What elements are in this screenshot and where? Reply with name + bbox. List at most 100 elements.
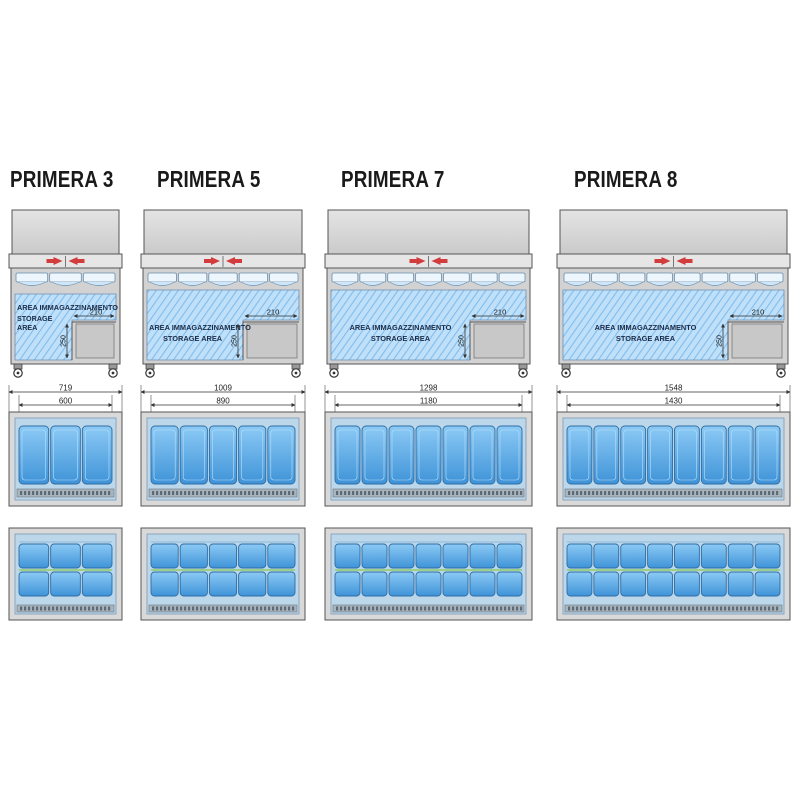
- vent-slot: [412, 606, 415, 611]
- plan-tub-small: [442, 571, 469, 597]
- vent-slot: [732, 606, 735, 611]
- caster-hub: [148, 371, 152, 375]
- vent-slot: [744, 491, 747, 495]
- vent-slot: [240, 606, 243, 611]
- vent-slot: [232, 606, 235, 611]
- vent-slot: [388, 491, 391, 495]
- vent-slot: [740, 606, 743, 611]
- vent-slot: [344, 491, 347, 495]
- vent-slot: [352, 606, 355, 611]
- plan-tub-inner: [569, 429, 590, 481]
- front-tub-bottom: [210, 281, 236, 286]
- vent-slot: [424, 606, 427, 611]
- vent-slot: [572, 491, 575, 495]
- front-tub-bottom: [17, 281, 46, 286]
- vent-slot: [64, 606, 67, 611]
- vent-slot: [756, 606, 759, 611]
- vent-slot: [592, 491, 595, 495]
- vent-slot: [32, 606, 35, 611]
- caster-hub: [16, 371, 20, 375]
- vent-grille: [148, 604, 298, 613]
- front-tub: [415, 272, 442, 283]
- vent-slot: [500, 606, 503, 611]
- plan-tub: [469, 425, 496, 485]
- vent-slot: [696, 606, 699, 611]
- front-tub: [470, 272, 498, 283]
- vent-slot: [416, 606, 419, 611]
- vent-slot: [404, 491, 407, 495]
- vent-slot: [268, 606, 271, 611]
- compressor-block: [75, 323, 115, 359]
- vent-slot: [420, 491, 423, 495]
- plan-view-double-row: [556, 527, 791, 621]
- vent-slot: [228, 491, 231, 495]
- vent-slot: [704, 491, 707, 495]
- vent-slot: [204, 491, 207, 495]
- step-outline: [727, 321, 784, 360]
- vent-slot: [108, 491, 111, 495]
- plan-tub-small: [620, 571, 647, 597]
- vent-slot: [256, 491, 259, 495]
- vent-slot: [772, 606, 775, 611]
- vent-slot: [472, 606, 475, 611]
- front-tub-bottom: [417, 281, 440, 286]
- vent-slot: [608, 491, 611, 495]
- vent-slot: [72, 606, 75, 611]
- vent-slot: [640, 606, 643, 611]
- vent-slot: [712, 606, 715, 611]
- front-tub-bottom: [333, 281, 357, 286]
- front-tub: [674, 272, 701, 283]
- vent-slot: [176, 491, 179, 495]
- plan-tub-small: [442, 543, 469, 569]
- vent-slot: [752, 491, 755, 495]
- arrow-right-icon: [431, 257, 448, 265]
- front-tub-bottom: [51, 281, 80, 286]
- front-tub: [591, 272, 618, 283]
- glass-canopy: [143, 209, 303, 257]
- vent-slot: [152, 606, 155, 611]
- vent-slot: [208, 491, 211, 495]
- plan-tub-small: [700, 543, 727, 569]
- vent-slot: [280, 606, 283, 611]
- storage-label-en-line1: STORAGE: [17, 314, 53, 323]
- vent-slot: [656, 606, 659, 611]
- vent-slot: [244, 491, 247, 495]
- vent-slot: [652, 606, 655, 611]
- vent-slot: [596, 606, 599, 611]
- plan-tub-small: [388, 543, 415, 569]
- plan-tub: [674, 425, 700, 485]
- vent-slot: [612, 491, 615, 495]
- front-tub-bottom: [389, 281, 412, 286]
- plan-tub-small: [469, 543, 496, 569]
- vent-slot: [644, 606, 647, 611]
- vent-slot: [776, 491, 779, 495]
- vent-slot: [372, 491, 375, 495]
- vent-slot: [256, 606, 259, 611]
- plan-tub-small: [620, 543, 647, 569]
- plan-tub-small: [18, 571, 50, 597]
- vent-slot: [584, 491, 587, 495]
- vent-slot: [32, 491, 35, 495]
- vent-slot: [432, 491, 435, 495]
- vent-slot: [492, 491, 495, 495]
- front-tub: [701, 272, 729, 283]
- front-tub: [729, 272, 756, 283]
- vent-slot: [576, 491, 579, 495]
- vent-slot: [268, 491, 271, 495]
- vent-slot: [240, 491, 243, 495]
- storage-label-it: AREA IMMAGAZZINAMENTO: [595, 323, 697, 332]
- vent-slot: [720, 491, 723, 495]
- plan-tub: [50, 425, 81, 485]
- storage-label-it: AREA IMMAGAZZINAMENTO: [149, 323, 251, 332]
- plan-tub-small: [647, 571, 673, 597]
- vent-slot: [404, 606, 407, 611]
- caster-hub: [564, 371, 568, 375]
- vent-slot: [672, 491, 675, 495]
- front-tub-bottom: [703, 281, 726, 286]
- dim-width-label: 210: [90, 308, 103, 317]
- front-tub: [331, 272, 359, 283]
- plan-tub-inner: [418, 429, 439, 481]
- front-tub: [359, 272, 387, 283]
- plan-view-single-row: [324, 411, 533, 507]
- plan-tub-inner: [730, 429, 751, 481]
